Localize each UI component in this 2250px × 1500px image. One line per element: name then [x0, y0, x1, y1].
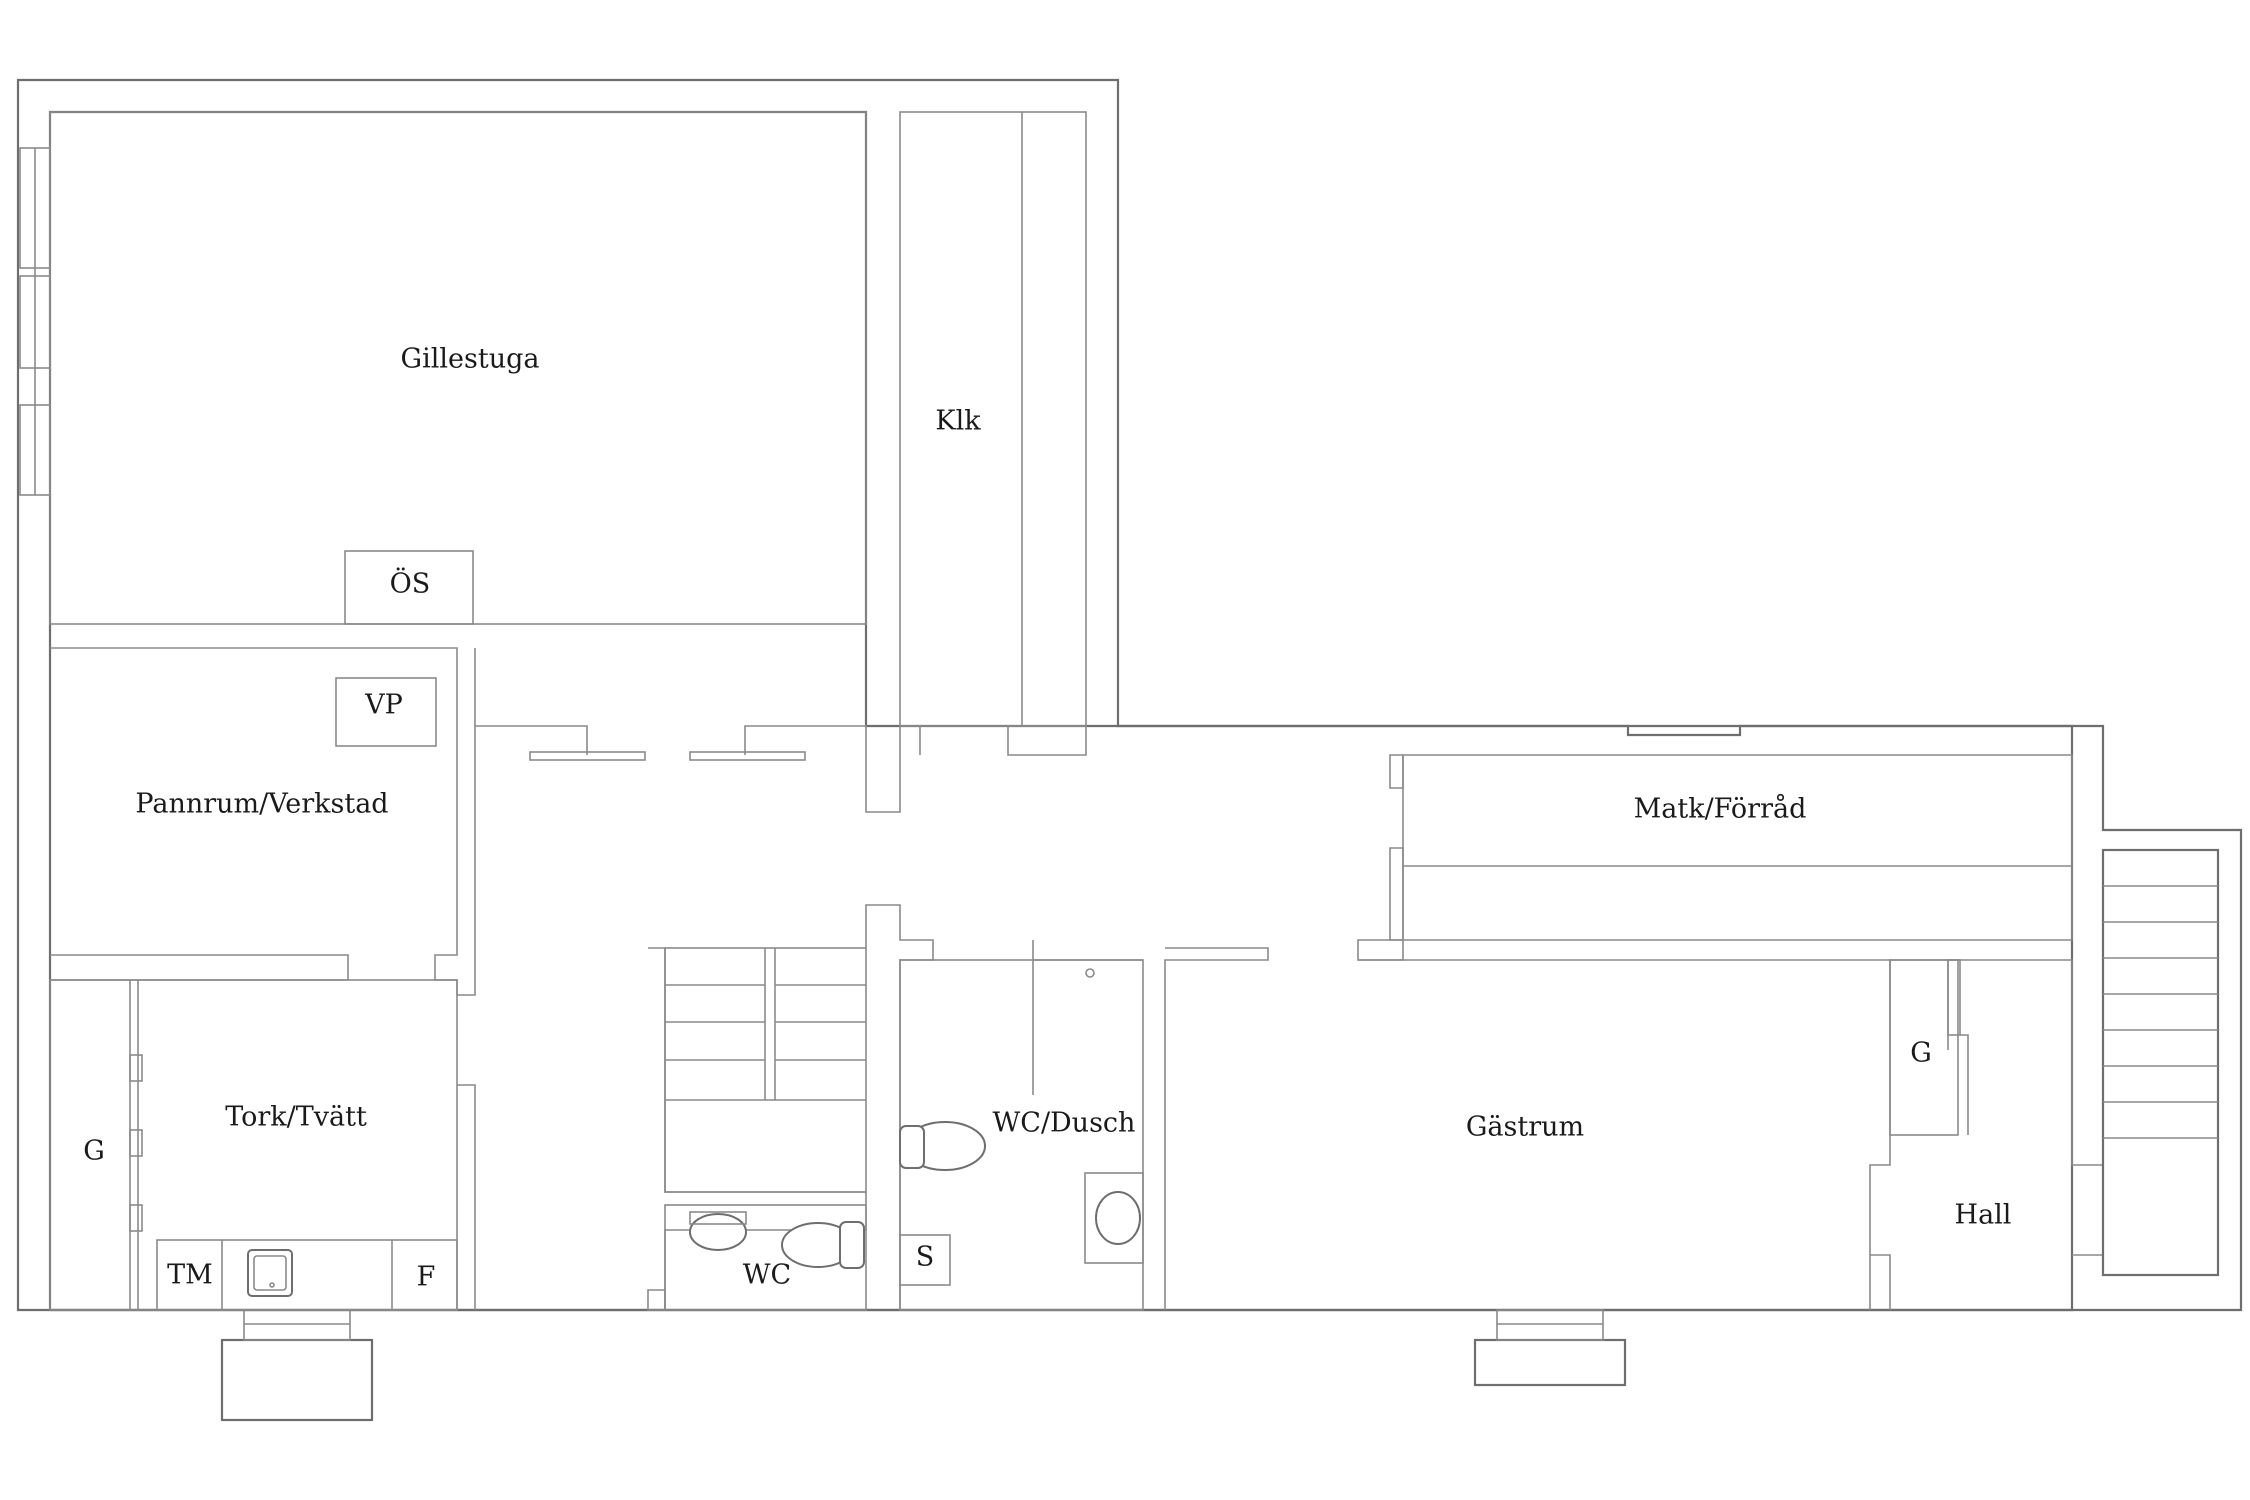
- label-gastrum: Gästrum: [1466, 1112, 1584, 1143]
- window-bay-right: [1473, 1309, 1627, 1387]
- label-tm: TM: [167, 1260, 213, 1291]
- label-f: F: [417, 1262, 436, 1293]
- label-os: ÖS: [390, 566, 431, 600]
- label-s: S: [916, 1242, 935, 1273]
- label-tork: Tork/Tvätt: [225, 1102, 367, 1133]
- label-wc: WC: [743, 1260, 791, 1291]
- label-g-left: G: [83, 1136, 105, 1167]
- label-g-right: G: [1910, 1038, 1932, 1069]
- label-pannrum: Pannrum/Verkstad: [135, 789, 388, 820]
- room-gastrum: [1164, 947, 1891, 1310]
- label-gillestuga: Gillestuga: [401, 344, 540, 375]
- label-vp: VP: [364, 690, 403, 721]
- label-klk: Klk: [935, 406, 981, 437]
- window-bay-left: [220, 1309, 374, 1422]
- room-wc-dusch: [899, 940, 1144, 1311]
- label-matk: Matk/Förråd: [1634, 793, 1807, 825]
- label-wc-dusch: WC/Dusch: [993, 1108, 1136, 1139]
- room-klk: [899, 111, 1087, 727]
- entrance-steps: [2101, 848, 2220, 1277]
- room-hall: [1870, 959, 2103, 1310]
- label-hall: Hall: [1955, 1200, 2012, 1231]
- room-tork: [49, 979, 476, 1311]
- room-wc: [647, 1204, 867, 1311]
- windows-left: [19, 147, 51, 496]
